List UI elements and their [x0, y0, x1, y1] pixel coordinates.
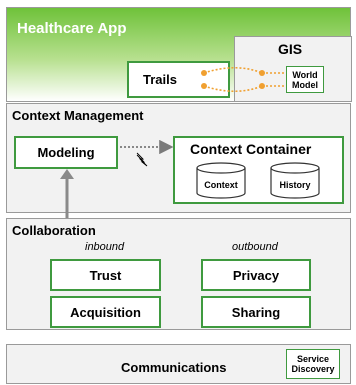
- context-db-label-overlay: Context: [204, 180, 238, 190]
- service-discovery-label: Service Discovery: [291, 354, 335, 374]
- acquisition-label: Acquisition: [70, 304, 141, 320]
- service-discovery-box: Service Discovery: [286, 349, 340, 379]
- communications-title: Communications: [121, 360, 227, 375]
- collaboration-title: Collaboration: [12, 223, 96, 238]
- world-model-box: World Model: [286, 66, 324, 93]
- sharing-label: Sharing: [231, 304, 281, 320]
- trust-label: Trust: [89, 267, 122, 283]
- trails-box: Trails: [127, 61, 230, 98]
- healthcare-app-title: Healthcare App: [17, 20, 127, 37]
- acquisition-box: Acquisition: [50, 296, 161, 328]
- trails-world-model-link: [201, 66, 286, 93]
- trails-label: Trails: [143, 72, 177, 87]
- modeling-box: Modeling: [14, 136, 118, 169]
- gis-title: GIS: [278, 41, 303, 57]
- outbound-label: outbound: [232, 241, 278, 253]
- privacy-label: Privacy: [232, 267, 280, 283]
- sharing-box: Sharing: [201, 296, 311, 328]
- history-db-label-overlay: History: [279, 180, 311, 190]
- inbound-label: inbound: [85, 241, 125, 253]
- context-db-icon: [196, 162, 246, 199]
- context-management-title: Context Management: [12, 108, 144, 123]
- link-dot: [201, 83, 207, 89]
- arrowhead: [60, 169, 74, 179]
- world-model-label: World Model: [292, 69, 318, 90]
- context-container-title: Context Container: [190, 141, 312, 157]
- link-dot: [201, 70, 207, 76]
- trust-box: Trust: [50, 259, 161, 291]
- privacy-box: Privacy: [201, 259, 311, 291]
- history-db-icon: [270, 162, 320, 199]
- modeling-label: Modeling: [37, 145, 95, 160]
- lightning-icon: [136, 152, 148, 167]
